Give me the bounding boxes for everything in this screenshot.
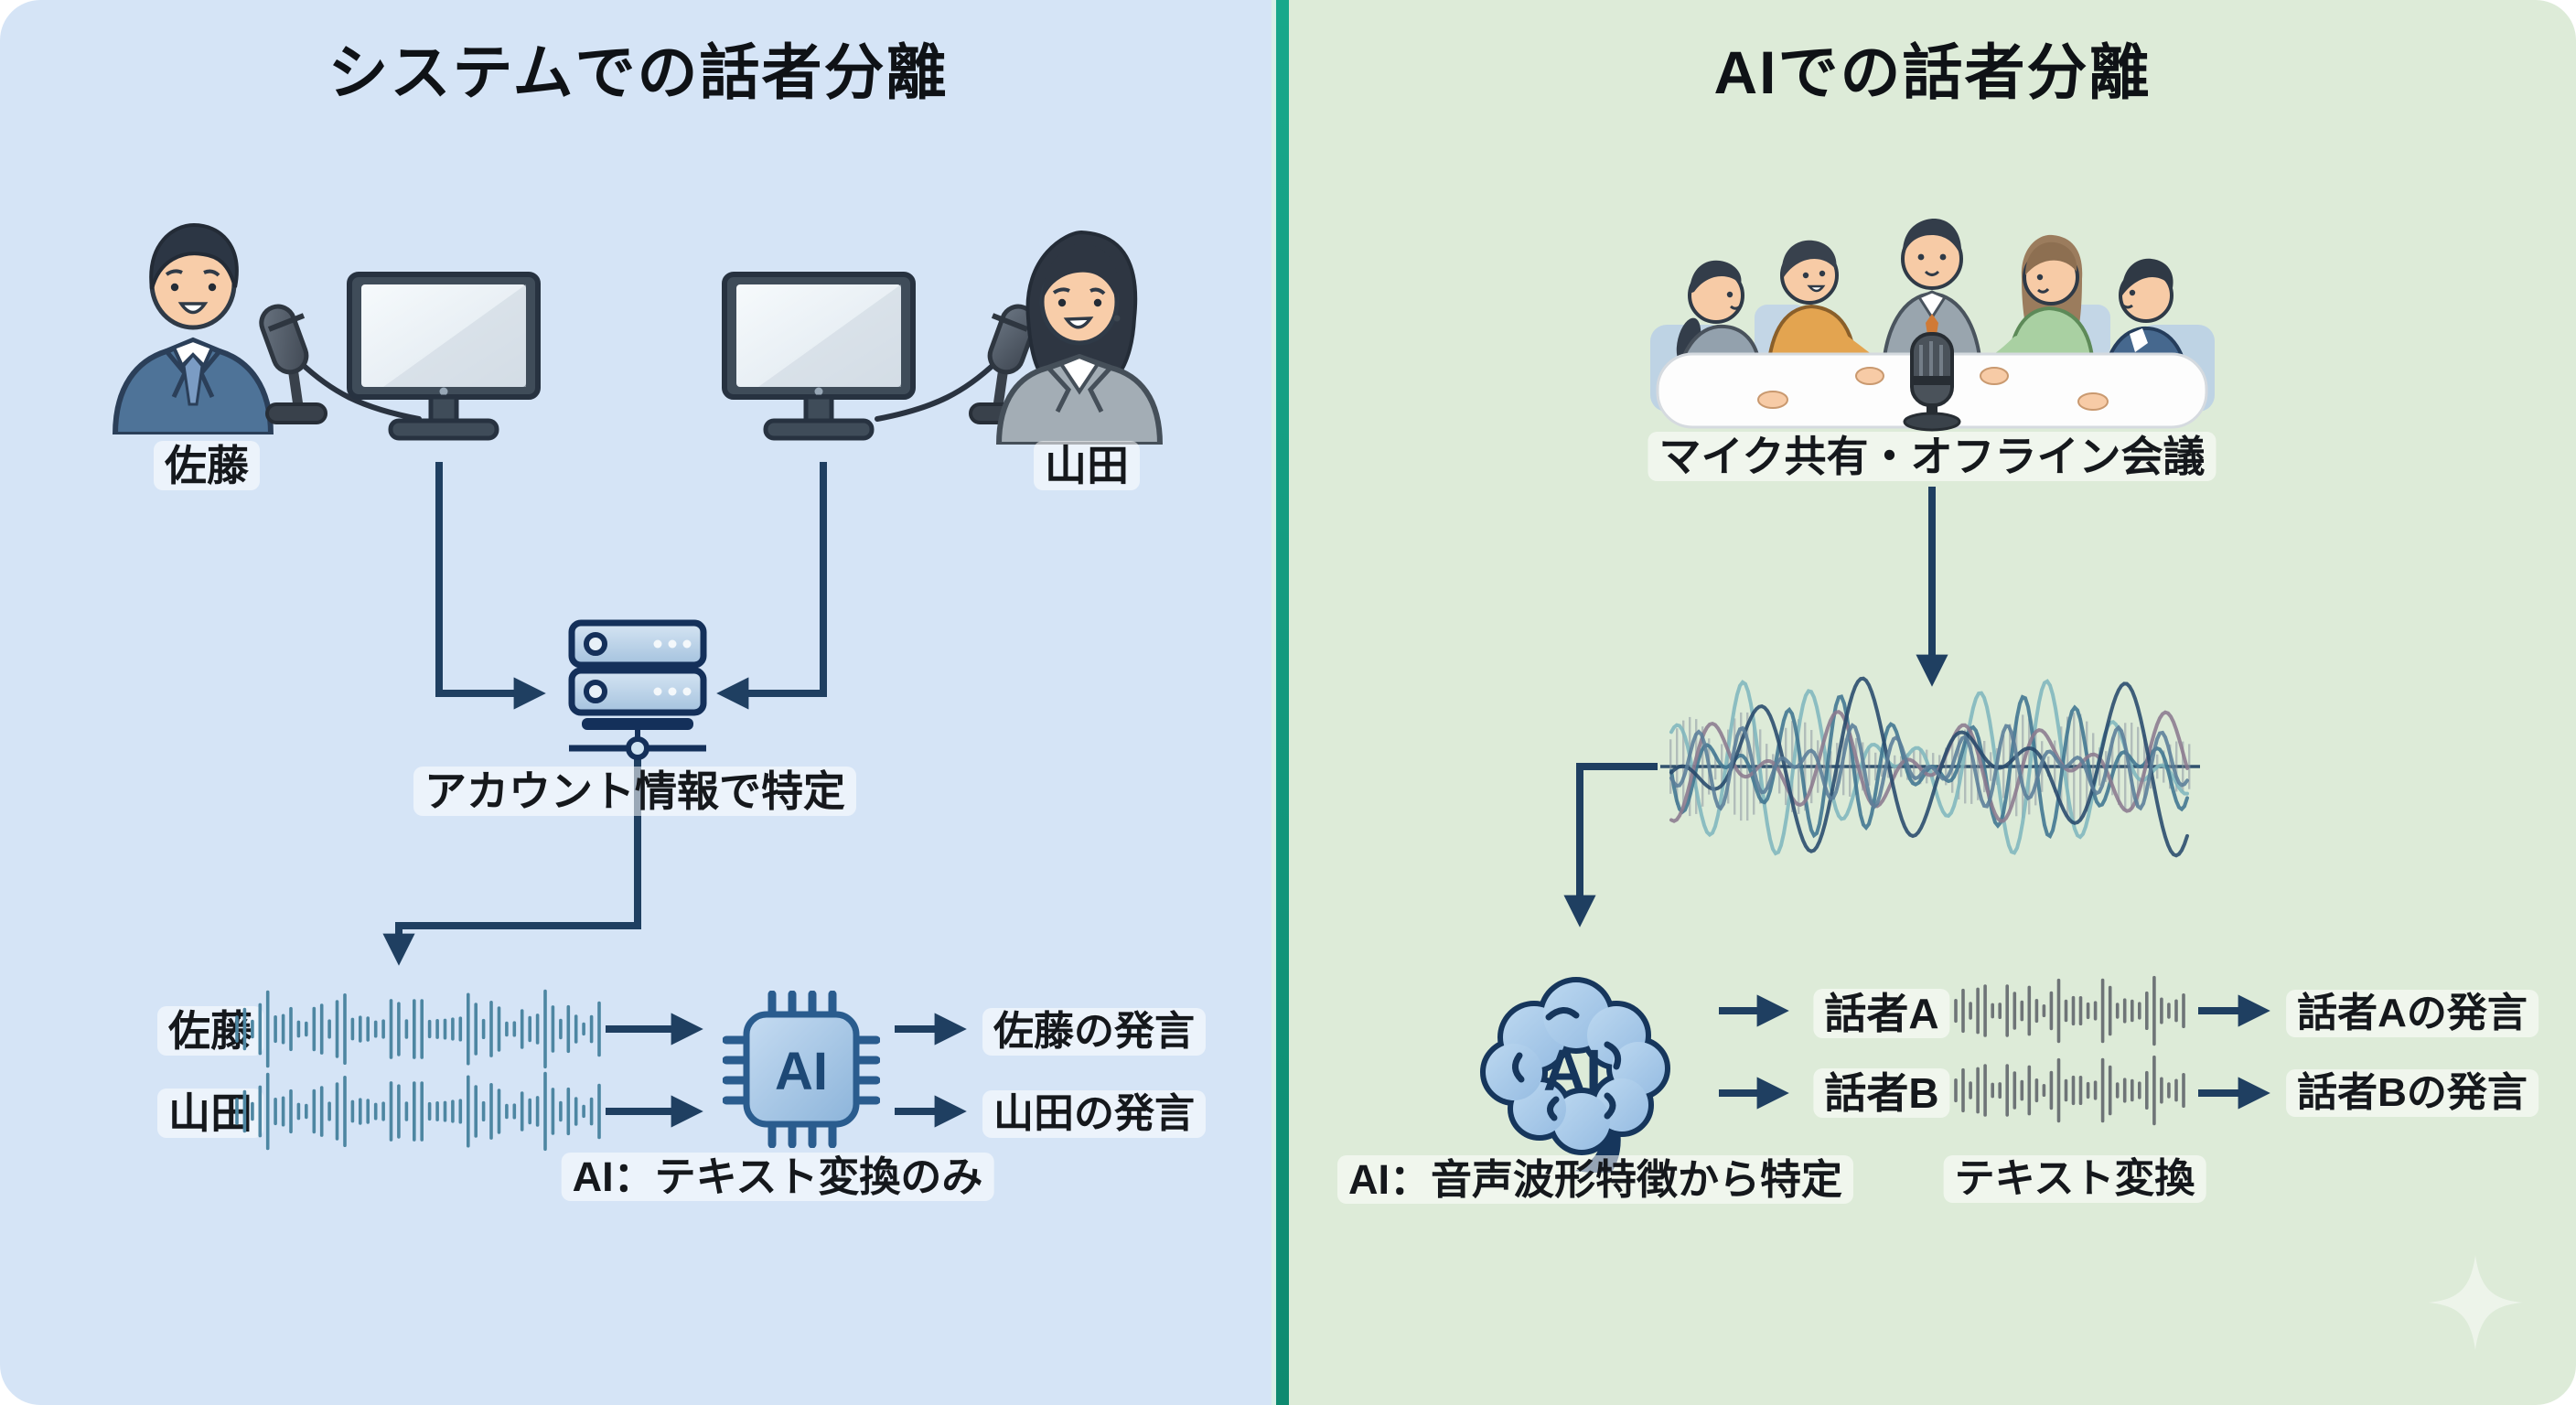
female-speaker-avatar	[995, 230, 1164, 445]
shared-microphone-icon	[1903, 332, 1961, 432]
server-caption: アカウント情報で特定	[413, 767, 856, 816]
system-panel: システムでの話者分離	[0, 0, 1276, 1405]
podium-microphone-icon	[259, 304, 422, 424]
audio-waveform-bars	[1953, 972, 2186, 1049]
mixed-audio-waveform	[1660, 669, 2200, 864]
meeting-caption: マイク共有・オフライン会議	[1648, 432, 2216, 481]
speaker2-name-label: 山田	[1034, 441, 1140, 490]
sparkle-icon	[2428, 1255, 2523, 1350]
right-panel-title: AIでの話者分離	[1713, 38, 2152, 106]
desktop-monitor-icon	[347, 272, 541, 441]
ai-chip-icon: AI	[723, 991, 880, 1148]
audio-waveform-bars	[1953, 1052, 2186, 1129]
audio-waveform-bars	[234, 986, 602, 1072]
male-speaker-avatar	[112, 222, 274, 434]
audio-waveform-bars	[234, 1068, 602, 1154]
left-ai-note: AI：テキスト変換のみ	[561, 1153, 994, 1201]
podium-microphone-icon	[875, 304, 1037, 424]
desktop-monitor-icon	[722, 272, 916, 441]
panel-divider	[1276, 0, 1289, 1405]
rowA-output-label: 話者Aの発言	[2286, 990, 2538, 1037]
row2-output-label: 山田の発言	[982, 1090, 1206, 1138]
ai-panel: AIでの話者分離	[1289, 0, 2576, 1405]
row1-output-label: 佐藤の発言	[982, 1008, 1206, 1056]
chip-ai-text: AI	[775, 1042, 828, 1101]
rowA-speaker-label: 話者A	[1813, 989, 1950, 1038]
server-stack-icon	[568, 619, 707, 760]
rowB-speaker-label: 話者B	[1813, 1068, 1950, 1118]
speaker1-name-label: 佐藤	[154, 441, 260, 490]
brain-ai-text: AI	[1543, 1037, 1602, 1103]
meeting-table-group	[1650, 219, 2215, 432]
rowB-output-label: 話者Bの発言	[2286, 1069, 2538, 1117]
ai-brain-icon: AI	[1480, 977, 1670, 1173]
left-panel-title: システムでの話者分離	[327, 38, 949, 106]
right-ai-note: AI：音声波形特徴から特定	[1336, 1155, 1854, 1204]
conversion-caption: テキスト変換	[1943, 1155, 2206, 1203]
